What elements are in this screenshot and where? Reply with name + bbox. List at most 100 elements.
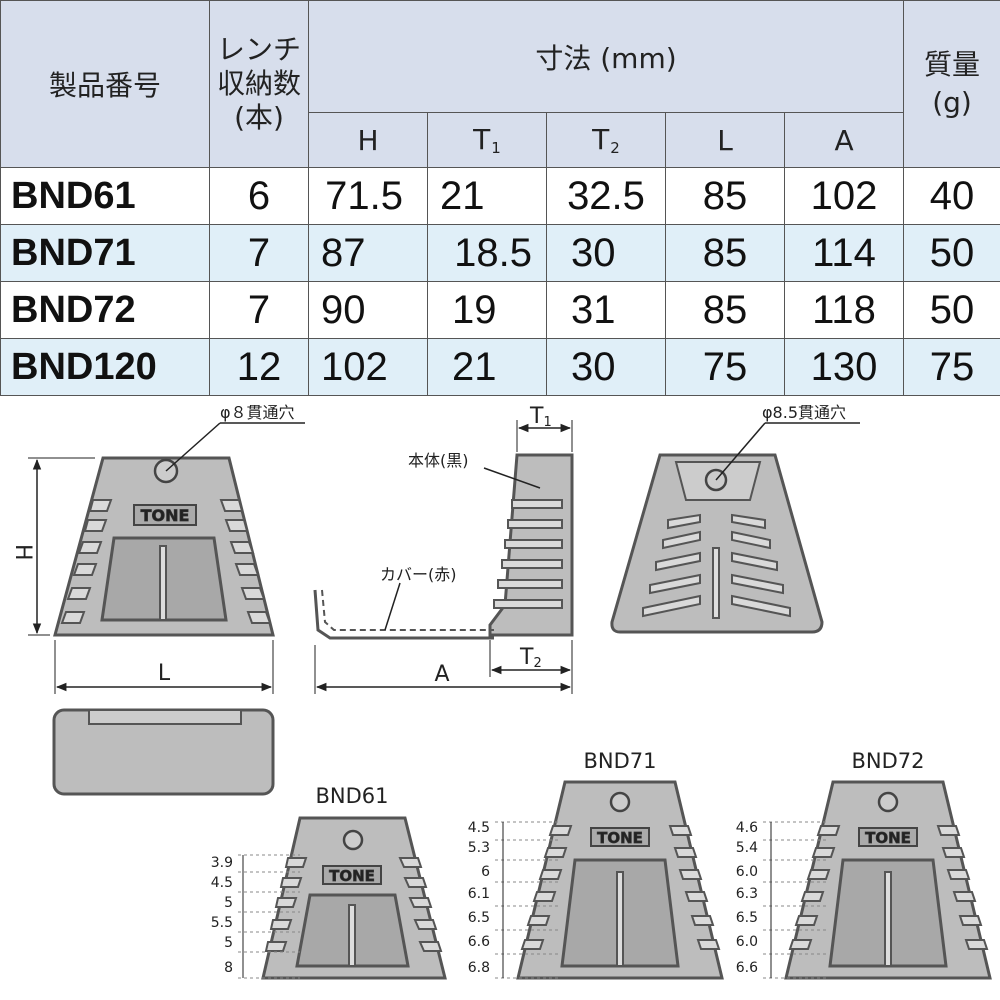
back-view: φ8.5貫通穴 (610, 403, 860, 634)
header-T1-main: T (473, 123, 491, 156)
bnd71-title: BND71 (583, 749, 656, 773)
header-mass-line2: (g) (932, 86, 972, 119)
cell-mass: 50 (903, 281, 1000, 339)
cell-T2: 30 (546, 338, 666, 396)
header-count-line3: (本) (234, 101, 284, 134)
dim-T1-main: T (529, 404, 544, 429)
dim-H: H (10, 544, 35, 561)
bnd61-gap-1: 3.9 (211, 855, 233, 871)
cell-T1: 18.5 (427, 224, 547, 282)
cell-H: 87 (308, 224, 428, 282)
bnd61-view: BND61 TONE 3.9 4.5 5 5.5 5 8 (211, 784, 447, 980)
header-T2-sub: 2 (610, 139, 620, 157)
cell-H: 102 (308, 338, 428, 396)
dim-T2-main: T (519, 645, 534, 670)
header-T1-sub: 1 (491, 139, 501, 157)
bnd71-gap-2: 5.3 (468, 840, 490, 856)
bnd71-gap-4: 6.1 (468, 886, 490, 902)
header-count-line1: レンチ (216, 33, 301, 66)
dim-A: A (434, 662, 449, 687)
bottom-view (52, 708, 275, 796)
logo-front: TONE (141, 506, 190, 525)
cell-count: 12 (209, 338, 309, 396)
dim-T2: T2 (519, 645, 542, 671)
header-T2: T2 (546, 112, 666, 168)
logo-bnd72: TONE (865, 829, 911, 847)
dim-T1: T1 (529, 404, 552, 430)
bnd61-title: BND61 (315, 784, 388, 808)
cell-T2: 30 (546, 224, 666, 282)
cell-mass: 50 (903, 224, 1000, 282)
cell-A: 130 (783, 338, 905, 396)
cell-L: 85 (665, 281, 785, 339)
cell-A: 118 (783, 281, 905, 339)
label-hole-back: φ8.5貫通穴 (762, 403, 846, 422)
cell-model: BND61 (0, 167, 210, 225)
header-count-line2: 収納数 (216, 67, 301, 100)
label-hole-front: φ８貫通穴 (220, 403, 295, 422)
bnd71-gap-5: 6.5 (468, 910, 490, 926)
bnd71-gap-6: 6.6 (468, 934, 490, 950)
dim-T1-sub: 1 (543, 415, 551, 430)
cell-L: 75 (665, 338, 785, 396)
table-row: BND61 6 71.5 21 32.5 85 102 40 (0, 167, 1000, 225)
technical-drawing: TONE φ８貫通穴 H L T1 本体(黒) カバー(赤) (10, 403, 992, 980)
bnd72-gap-6: 6.0 (736, 934, 758, 950)
side-view: T1 本体(黒) カバー(赤) T2 A (313, 404, 574, 694)
label-cover: カバー(赤) (380, 565, 457, 584)
cell-L: 85 (665, 224, 785, 282)
header-wrench-count: レンチ 収納数 (本) (209, 0, 309, 168)
header-model: 製品番号 (0, 0, 210, 168)
header-H: H (308, 112, 428, 168)
cell-A: 114 (783, 224, 905, 282)
header-mass-line1: 質量 (924, 48, 981, 81)
logo-bnd61: TONE (329, 867, 375, 885)
bnd61-gap-2: 4.5 (211, 875, 233, 891)
cell-L: 85 (665, 167, 785, 225)
cell-T1: 21 (427, 338, 547, 396)
cell-model: BND120 (0, 338, 210, 396)
dim-L: L (158, 661, 171, 686)
cell-T2: 32.5 (546, 167, 666, 225)
cell-count: 7 (209, 224, 309, 282)
table-row: BND72 7 90 19 31 85 118 50 (0, 281, 1000, 339)
header-A: A (783, 112, 905, 168)
bnd61-gap-4: 5.5 (211, 915, 233, 931)
bnd61-gap-6: 8 (224, 960, 233, 976)
bnd72-view: BND72 TONE 4.6 5.4 6.0 6.3 6.5 6.0 (736, 749, 992, 980)
cell-count: 7 (209, 281, 309, 339)
header-mass: 質量 (g) (903, 0, 1000, 168)
table-row: BND120 12 102 21 30 75 130 75 (0, 338, 1000, 396)
bnd72-gap-3: 6.0 (736, 864, 758, 880)
cell-T2: 31 (546, 281, 666, 339)
bnd72-gap-7: 6.6 (736, 960, 758, 976)
cell-A: 102 (783, 167, 905, 225)
bnd71-gap-1: 4.5 (468, 820, 490, 836)
bnd72-gap-5: 6.5 (736, 910, 758, 926)
header-dimensions: 寸法 (mm) (307, 0, 905, 113)
header-T1: T1 (427, 112, 547, 168)
bnd71-view: BND71 TONE 4.5 5.3 6 6.1 6.5 6.6 6 (468, 749, 724, 980)
cell-T1: 21 (427, 167, 547, 225)
bnd72-gap-1: 4.6 (736, 820, 758, 836)
bnd71-gap-3: 6 (481, 864, 490, 880)
cell-model: BND71 (0, 224, 210, 282)
cell-count: 6 (209, 167, 309, 225)
cell-mass: 40 (903, 167, 1000, 225)
bnd61-gap-5: 5 (224, 935, 233, 951)
table-row: BND71 7 87 18.5 30 85 114 50 (0, 224, 1000, 282)
bnd72-gap-2: 5.4 (736, 840, 758, 856)
bnd72-gap-4: 6.3 (736, 886, 758, 902)
bnd72-title: BND72 (851, 749, 924, 773)
dim-T2-sub: 2 (533, 656, 541, 671)
cell-model: BND72 (0, 281, 210, 339)
header-T2-main: T (592, 123, 610, 156)
bnd71-gap-7: 6.8 (468, 960, 490, 976)
cell-H: 71.5 (308, 167, 428, 225)
cell-T1: 19 (427, 281, 547, 339)
bnd61-gap-3: 5 (224, 895, 233, 911)
cell-mass: 75 (903, 338, 1000, 396)
label-body: 本体(黒) (408, 451, 469, 470)
front-view: TONE φ８貫通穴 H L (10, 403, 305, 694)
spec-table: 製品番号 レンチ 収納数 (本) 寸法 (mm) 質量 (g) H T1 T2 … (0, 0, 1000, 396)
